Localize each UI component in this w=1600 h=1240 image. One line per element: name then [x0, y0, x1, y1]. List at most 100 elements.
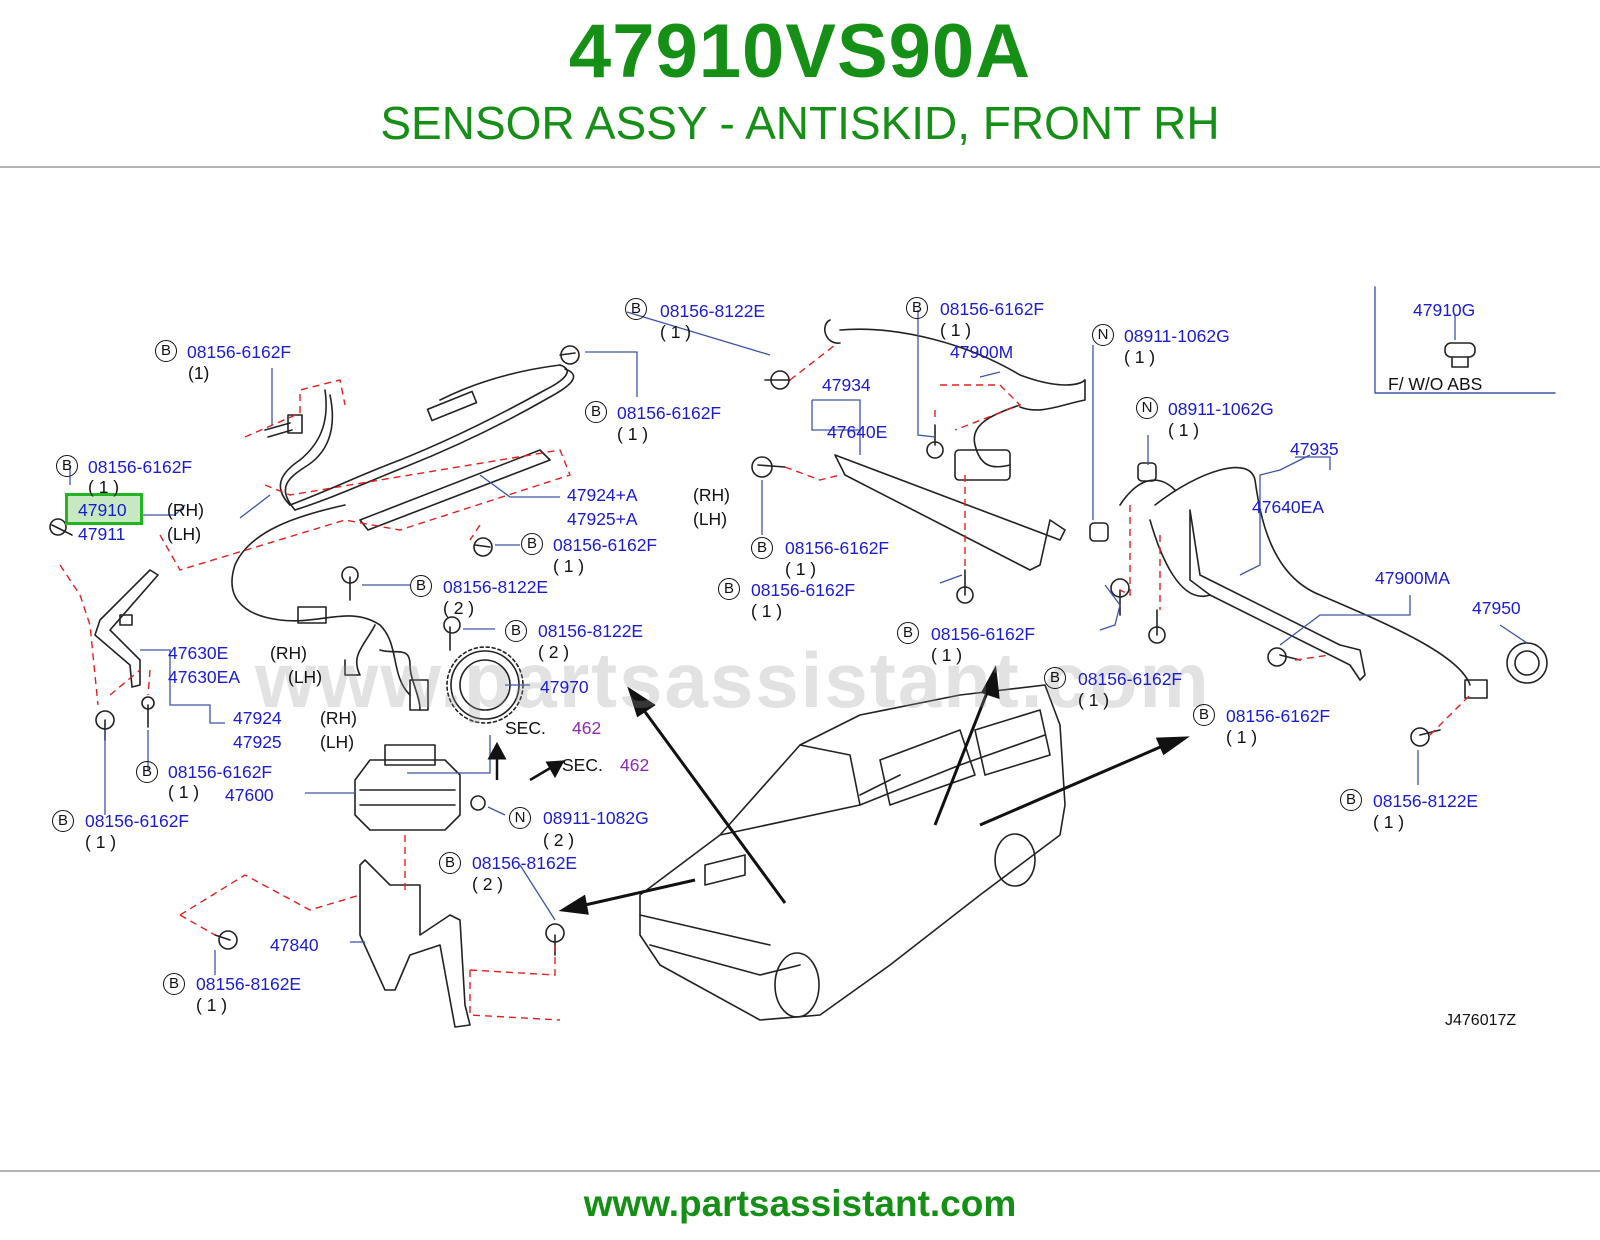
rear-bracket-shape [1189, 509, 1366, 681]
bolt-08156-6162F-label[interactable]: 08156-6162F [931, 624, 1036, 644]
part-47925A-label[interactable]: 47925+A [567, 509, 638, 529]
qty-label: ( 2 ) [538, 642, 570, 662]
page-header: 47910VS90A SENSOR ASSY - ANTISKID, FRONT… [0, 0, 1600, 170]
bolt-type-b-badge: B [625, 298, 647, 320]
qty-label: ( 1 ) [1078, 690, 1110, 710]
part-47911-label[interactable]: 47911 [78, 524, 126, 544]
bolt-08156-8122E-label[interactable]: 08156-8122E [660, 301, 766, 321]
bolt-type-b-badge: B [1340, 789, 1362, 811]
hidden-lines [59, 344, 1471, 1021]
bolt-type-b-badge: B [521, 533, 543, 555]
callout-arrows [487, 665, 1190, 915]
qty-label: ( 1 ) [1168, 420, 1200, 440]
bolt-08156-6162F-label[interactable]: 08156-6162F [751, 580, 856, 600]
nut-type-n-badge: N [509, 807, 531, 829]
watermark: www.partsassistant.com [255, 636, 1211, 724]
qty-label: ( 2 ) [472, 874, 504, 894]
part-47630E-label[interactable]: 47630E [168, 643, 229, 663]
bolt-08156-8122E-label[interactable]: 08156-8122E [538, 621, 644, 641]
footer-website-link[interactable]: www.partsassistant.com [583, 1183, 1017, 1224]
bolt-type-b-badge: B [505, 620, 527, 642]
part-47640E-label[interactable]: 47640E [827, 422, 888, 442]
bolt-08156-6162F-label[interactable]: 08156-6162F [1078, 669, 1183, 689]
leader-lines [69, 310, 1528, 975]
nut-type-n-badge: N [1136, 397, 1158, 419]
rear-harness-shape [1154, 466, 1471, 686]
bolt-type-b-badge: B [439, 852, 461, 874]
lh-label: (LH) [320, 732, 355, 752]
bolt-08156-8122E-label[interactable]: 08156-8122E [443, 577, 549, 597]
left-bracket-shape [94, 569, 159, 688]
inset-part-number[interactable]: 47910G [1413, 300, 1476, 320]
bolt-type-b-badge: B [1193, 704, 1215, 726]
part-47950-label[interactable]: 47950 [1472, 598, 1521, 618]
bolt-08156-6162F-label[interactable]: 08156-6162F [553, 535, 658, 555]
bolt-08156-8162E-label[interactable]: 08156-8162E [196, 974, 302, 994]
sec-number[interactable]: 462 [620, 755, 650, 775]
qty-label: ( 1 ) [751, 601, 783, 621]
qty-label: ( 1 ) [785, 559, 817, 579]
rh-label: (RH) [270, 643, 307, 663]
bolt-08156-6162F-label[interactable]: 08156-6162F [617, 403, 722, 423]
part-47924-label[interactable]: 47924 [233, 708, 282, 728]
lh-label: (LH) [693, 509, 728, 529]
bolt-08156-6162F-label[interactable]: 08156-6162F [85, 811, 190, 831]
bolt-type-b-badge: B [56, 455, 78, 477]
bolt-type-b-badge: B [163, 973, 185, 995]
part-47935-label[interactable]: 47935 [1290, 439, 1339, 459]
qty-label: ( 1 ) [617, 424, 649, 444]
bolt-08156-6162F-label[interactable]: 08156-6162F [785, 538, 890, 558]
rh-label: (RH) [320, 708, 357, 728]
qty-label: ( 1 ) [1124, 347, 1156, 367]
part-47900MA-label[interactable]: 47900MA [1375, 568, 1450, 588]
part-47924A-label[interactable]: 47924+A [567, 485, 638, 505]
bolt-08156-6162F-label[interactable]: 08156-6162F [187, 342, 292, 362]
parts-diagram: www.partsassistant.com 47910G F/ W/O ABS… [0, 175, 1600, 1165]
bolt-08156-8162E-label[interactable]: 08156-8162E [472, 853, 578, 873]
sec-label: SEC. [562, 755, 603, 775]
footer-divider [0, 1170, 1600, 1172]
qty-label: ( 1 ) [85, 832, 117, 852]
nut-08911-1082G-label[interactable]: 08911-1082G [543, 808, 649, 828]
bolt-08156-6162F-label[interactable]: 08156-6162F [88, 457, 193, 477]
qty-label: ( 1 ) [1226, 727, 1258, 747]
part-47600-label[interactable]: 47600 [225, 785, 274, 805]
diagram-code: J476017Z [1445, 1012, 1517, 1029]
part-47630EA-label[interactable]: 47630EA [168, 667, 241, 687]
nut-08911-1062G-label[interactable]: 08911-1062G [1124, 326, 1230, 346]
nut-type-n-badge: N [1092, 324, 1114, 346]
qty-label: ( 1 ) [168, 782, 200, 802]
bolt-type-b-badge: B [410, 575, 432, 597]
mid-bracket-shape [834, 454, 1066, 571]
part-47910-label[interactable]: 47910 [78, 500, 127, 520]
bolt-08156-8122E-label[interactable]: 08156-8122E [1373, 791, 1479, 811]
vehicle-shape [639, 684, 1066, 1021]
lh-label: (LH) [167, 524, 202, 544]
wire-sleeve-shape [426, 390, 478, 422]
part-47640EA-label[interactable]: 47640EA [1252, 497, 1325, 517]
connector-shape [297, 606, 327, 624]
bolt-type-b-badge: B [718, 578, 740, 600]
bolt-08156-6162F-label[interactable]: 08156-6162F [1226, 706, 1331, 726]
nut-08911-1062G-label[interactable]: 08911-1062G [1168, 399, 1274, 419]
bolt-08156-6162F-label[interactable]: 08156-6162F [168, 762, 273, 782]
upper-bracket-shape [359, 449, 551, 531]
part-47934-label[interactable]: 47934 [822, 375, 871, 395]
header-divider [0, 166, 1600, 168]
part-47970-label[interactable]: 47970 [540, 677, 589, 697]
bolt-type-b-badge: B [897, 622, 919, 644]
bolt-type-b-badge: B [906, 297, 928, 319]
part-47840-label[interactable]: 47840 [270, 935, 319, 955]
bolt-type-b-badge: B [155, 340, 177, 362]
rh-label: (RH) [693, 485, 730, 505]
tone-ring-47950-shape [1506, 642, 1548, 684]
front-sensor-wire-a [279, 389, 327, 506]
bolt-08156-6162F-label[interactable]: 08156-6162F [940, 299, 1045, 319]
part-47900M-label[interactable]: 47900M [950, 342, 1014, 362]
part-47925-label[interactable]: 47925 [233, 732, 282, 752]
part-number-title: 47910VS90A [568, 9, 1032, 94]
sec-number[interactable]: 462 [572, 718, 602, 738]
qty-label: ( 1 ) [553, 556, 585, 576]
inset-note: F/ W/O ABS [1388, 374, 1483, 394]
actuator-bracket-shape [359, 859, 471, 1028]
